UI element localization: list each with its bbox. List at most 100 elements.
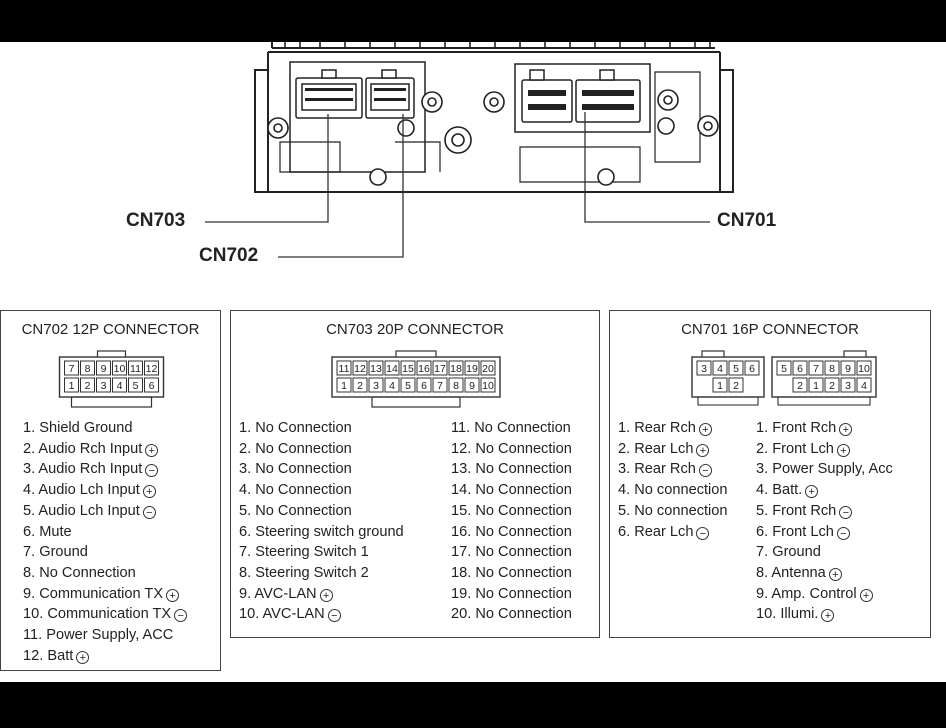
- pin-item: 9. Communication TX+: [23, 584, 187, 605]
- cn703-title: CN703 20P CONNECTOR: [326, 321, 504, 338]
- pin-number: 1: [341, 380, 347, 392]
- pin-number: 12: [146, 363, 158, 375]
- pin-item: 2. Front Lch+: [756, 439, 893, 460]
- connector-latch: [395, 350, 437, 358]
- pin-number: 2: [797, 380, 803, 392]
- pin-cell: [128, 377, 143, 393]
- pin-label: 19. No Connection: [451, 585, 572, 602]
- cn701-pin-list-left: 1. Rear Rch+2. Rear Lch+3. Rear Rch−4. N…: [618, 418, 728, 542]
- pin-label: 4. No connection: [618, 482, 728, 499]
- connector-key: [70, 396, 153, 408]
- pin-number: 2: [733, 380, 739, 392]
- positive-polarity-icon: +: [76, 650, 90, 664]
- negative-polarity-icon: −: [145, 464, 159, 478]
- pin-number: 5: [781, 363, 787, 375]
- pin-cell: [824, 377, 840, 393]
- pin-cell: [80, 360, 95, 376]
- pin-label: 4. Batt.: [756, 482, 803, 499]
- pin-number: 19: [466, 363, 478, 375]
- pin-number: 6: [797, 363, 803, 375]
- pin-cell: [712, 360, 728, 376]
- positive-polarity-icon: +: [821, 609, 835, 623]
- pin-item: 4. No Connection: [239, 480, 404, 501]
- pin-item: 7. Steering Switch 1: [239, 542, 404, 563]
- pin-number: 2: [85, 380, 91, 392]
- pin-label: 7. Steering Switch 1: [239, 544, 369, 561]
- pin-cell: [792, 360, 808, 376]
- pin-item: 15. No Connection: [451, 501, 572, 522]
- pin-label: 6. Front Lch: [756, 523, 834, 540]
- pin-item: 14. No Connection: [451, 480, 572, 501]
- pin-item: 1. Front Rch+: [756, 418, 893, 439]
- pin-number: 4: [389, 380, 395, 392]
- pin-label: 11. No Connection: [451, 420, 571, 436]
- pin-item: 5. No connection: [618, 501, 728, 522]
- pin-label: 6. Mute: [23, 523, 72, 540]
- pin-label: 2. Rear Lch: [618, 440, 694, 457]
- pin-number: 1: [69, 380, 75, 392]
- pin-cell: [712, 377, 728, 393]
- pin-label: 1. Front Rch: [756, 420, 837, 436]
- pin-label: 7. Ground: [756, 544, 821, 561]
- positive-polarity-icon: +: [698, 423, 712, 436]
- pin-label: 20. No Connection: [451, 606, 572, 623]
- cn703-callout: CN703: [126, 210, 186, 231]
- positive-polarity-icon: +: [859, 588, 873, 602]
- pin-cell: [480, 377, 496, 393]
- pin-label: 8. No Connection: [23, 564, 136, 581]
- pin-item: 9. Amp. Control+: [756, 584, 893, 605]
- pin-cell: [384, 377, 400, 393]
- pin-number: 3: [101, 380, 107, 392]
- pin-label: 10. Illumi.: [756, 606, 819, 623]
- pin-number: 6: [149, 380, 155, 392]
- pin-label: 4. Audio Lch Input: [23, 482, 140, 499]
- pin-cell: [840, 360, 856, 376]
- pin-item: 6. Mute: [23, 522, 187, 543]
- pin-item: 3. No Connection: [239, 459, 404, 480]
- negative-polarity-icon: −: [174, 609, 188, 623]
- pin-item: 3. Power Supply, Acc: [756, 459, 893, 480]
- pin-item: 18. No Connection: [451, 563, 572, 584]
- pin-item: 17. No Connection: [451, 542, 572, 563]
- pin-label: 3. No Connection: [239, 461, 352, 478]
- pin-number: 17: [434, 363, 446, 375]
- pin-number: 12: [354, 363, 366, 375]
- pin-number: 3: [373, 380, 379, 392]
- positive-polarity-icon: +: [145, 443, 159, 457]
- positive-polarity-icon: +: [142, 485, 156, 499]
- pin-cell: [856, 360, 872, 376]
- pin-cell: [728, 360, 744, 376]
- pin-label: 17. No Connection: [451, 544, 572, 561]
- pin-label: 1. Shield Ground: [23, 420, 133, 436]
- pin-cell: [448, 377, 464, 393]
- pin-item: 2. No Connection: [239, 439, 404, 460]
- pin-cell: [480, 360, 496, 376]
- pin-number: 15: [402, 363, 414, 375]
- pin-cell: [80, 377, 95, 393]
- pin-number: 10: [482, 380, 494, 392]
- negative-polarity-icon: −: [698, 464, 712, 478]
- pin-number: 2: [357, 380, 363, 392]
- cn701-callout: CN701: [717, 210, 777, 231]
- pin-item: 8. No Connection: [23, 563, 187, 584]
- pin-item: 8. Antenna+: [756, 563, 893, 584]
- pin-item: 6. Front Lch−: [756, 522, 893, 543]
- pin-label: 13. No Connection: [451, 461, 572, 478]
- pin-item: 2. Rear Lch+: [618, 439, 728, 460]
- pin-item: 4. No connection: [618, 480, 728, 501]
- radio-rear-illustration: [205, 42, 734, 258]
- pin-item: 6. Rear Lch−: [618, 522, 728, 543]
- pin-cell: [792, 377, 808, 393]
- pin-cell: [416, 360, 432, 376]
- pin-number: 1: [717, 380, 723, 392]
- pin-item: 2. Audio Rch Input+: [23, 439, 187, 460]
- pin-label: 5. No Connection: [239, 502, 352, 519]
- pin-cell: [112, 377, 127, 393]
- pin-label: 11. Power Supply, ACC: [23, 627, 174, 644]
- pin-number: 3: [845, 380, 851, 392]
